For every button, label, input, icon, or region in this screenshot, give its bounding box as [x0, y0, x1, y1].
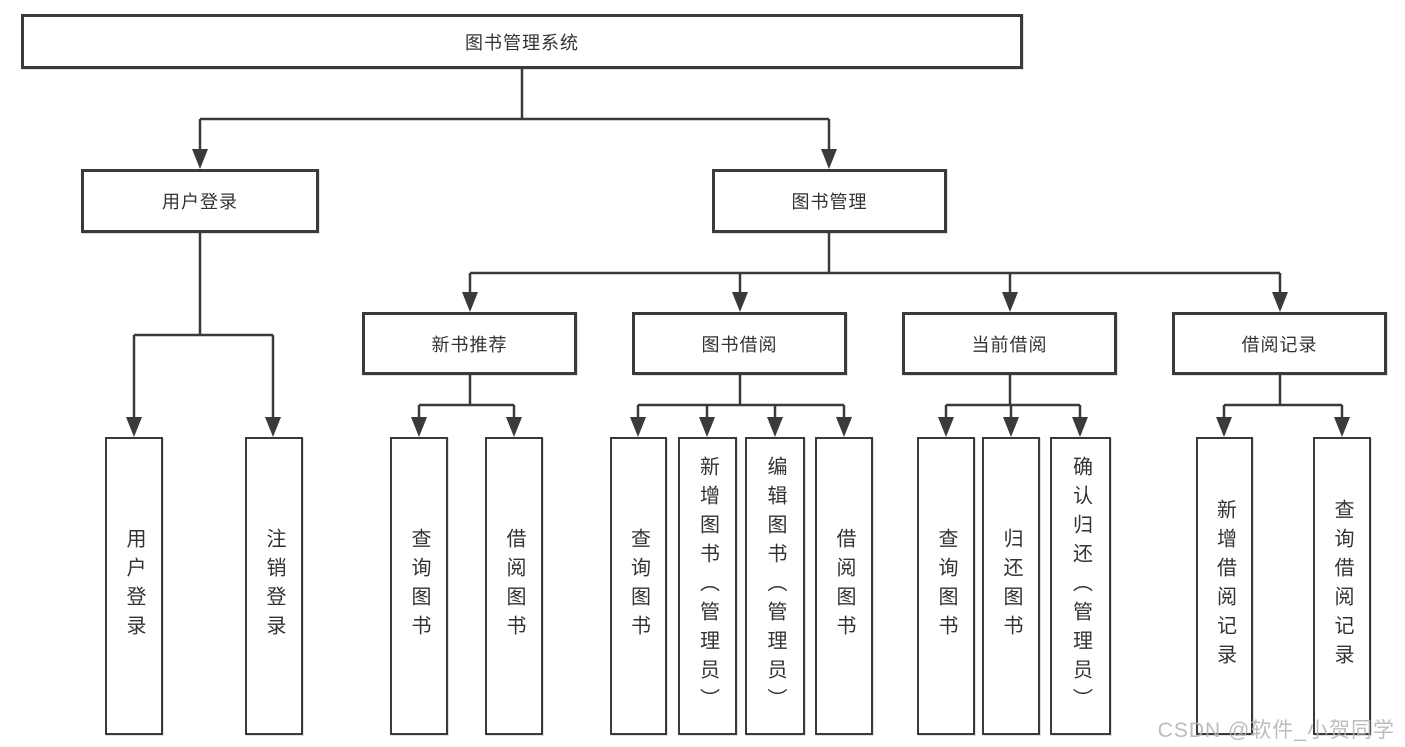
- leaf-user-login: 用户登录: [105, 437, 163, 735]
- node-root: 图书管理系统: [21, 14, 1023, 69]
- arrow-down-icon: [265, 417, 281, 437]
- node-book-management: 图书管理: [712, 169, 947, 233]
- arrow-down-icon: [1216, 417, 1232, 437]
- leaf-return-books: 归还图书: [982, 437, 1040, 735]
- leaf-logout-login: 注销登录: [245, 437, 303, 735]
- leaf-query-books-2: 查询图书: [610, 437, 667, 735]
- node-current-borrowing: 当前借阅: [902, 312, 1117, 375]
- leaf-edit-book-admin: 编辑图书（管理员）: [745, 437, 805, 735]
- node-new-book-recommend: 新书推荐: [362, 312, 577, 375]
- node-book-borrowing: 图书借阅: [632, 312, 847, 375]
- leaf-add-borrow-record: 新增借阅记录: [1196, 437, 1253, 735]
- watermark: CSDN @软件_小贺同学: [1157, 719, 1395, 742]
- arrow-down-icon: [506, 417, 522, 437]
- arrow-down-icon: [192, 149, 208, 169]
- arrow-down-icon: [1072, 417, 1088, 437]
- node-borrowing-records: 借阅记录: [1172, 312, 1387, 375]
- arrow-down-icon: [938, 417, 954, 437]
- leaf-query-books-3: 查询图书: [917, 437, 975, 735]
- arrow-down-icon: [411, 417, 427, 437]
- arrow-down-icon: [1002, 292, 1018, 312]
- arrow-down-icon: [732, 292, 748, 312]
- leaf-borrow-books-2: 借阅图书: [815, 437, 873, 735]
- arrow-down-icon: [1003, 417, 1019, 437]
- arrow-down-icon: [126, 417, 142, 437]
- arrow-down-icon: [630, 417, 646, 437]
- arrow-down-icon: [462, 292, 478, 312]
- arrow-down-icon: [767, 417, 783, 437]
- leaf-query-books-1: 查询图书: [390, 437, 448, 735]
- arrow-down-icon: [836, 417, 852, 437]
- arrow-down-icon: [1334, 417, 1350, 437]
- arrow-down-icon: [1272, 292, 1288, 312]
- leaf-query-borrow-record: 查询借阅记录: [1313, 437, 1371, 735]
- leaf-borrow-books-1: 借阅图书: [485, 437, 543, 735]
- arrow-down-icon: [821, 149, 837, 169]
- arrow-down-icon: [699, 417, 715, 437]
- leaf-add-book-admin: 新增图书（管理员）: [678, 437, 737, 735]
- node-user-login: 用户登录: [81, 169, 319, 233]
- leaf-confirm-return-admin: 确认归还（管理员）: [1050, 437, 1111, 735]
